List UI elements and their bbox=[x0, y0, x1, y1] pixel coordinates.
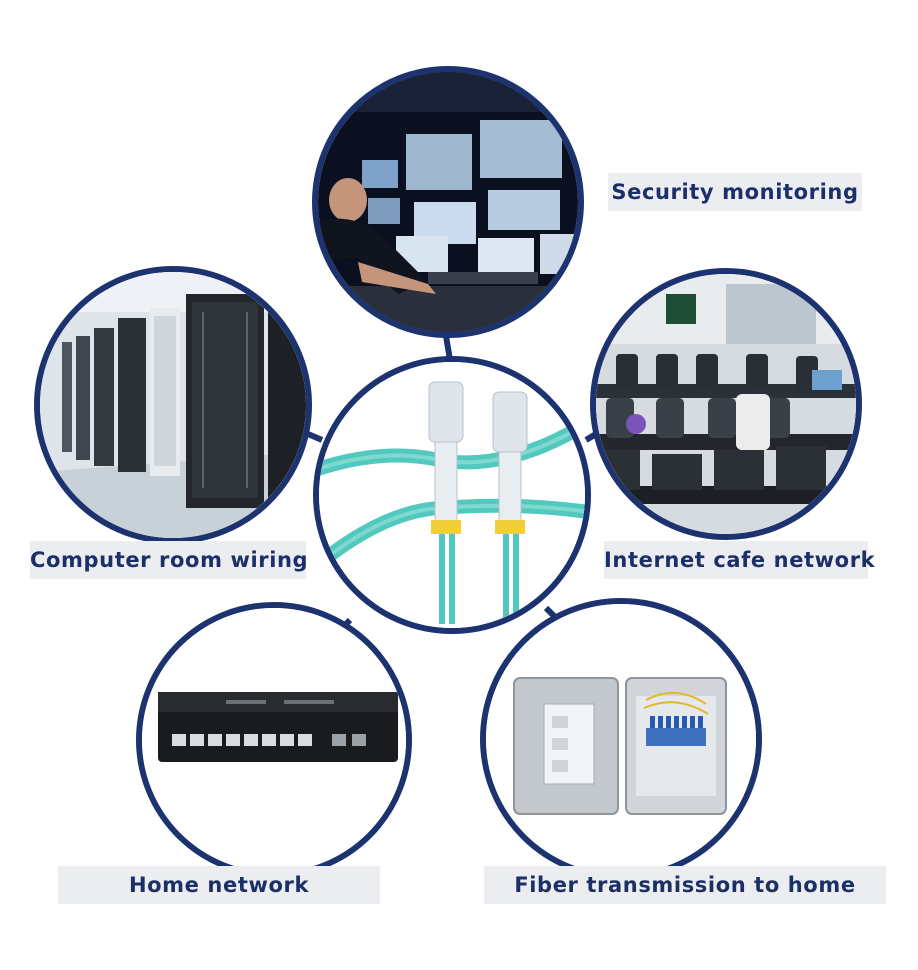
fiber-distribution-box-image bbox=[480, 598, 762, 880]
fiber-patch-cable-image bbox=[313, 356, 591, 634]
security-monitoring-image bbox=[312, 66, 584, 338]
security-monitoring-label: Security monitoring bbox=[608, 173, 862, 211]
fiber-transmission-to-home-label: Fiber transmission to home bbox=[484, 866, 886, 904]
internet-cafe-image bbox=[590, 268, 862, 540]
computer-room-wiring-label: Computer room wiring bbox=[30, 541, 308, 579]
home-network-image bbox=[136, 602, 412, 878]
internet-cafe-network-label: Internet cafe network bbox=[604, 541, 875, 579]
computer-room-image bbox=[34, 266, 312, 544]
home-network-label: Home network bbox=[58, 866, 380, 904]
